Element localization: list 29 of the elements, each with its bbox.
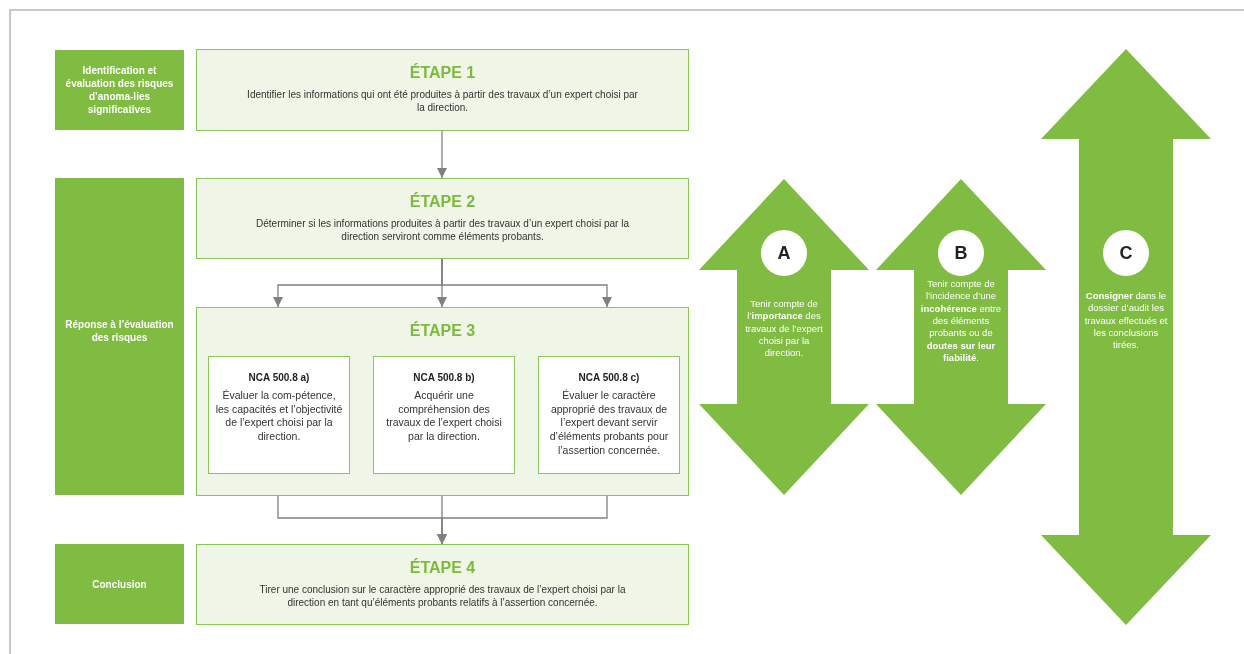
arrow — [437, 495, 608, 545]
step-title: ÉTAPE 4 — [409, 559, 476, 577]
step-box — [196, 544, 689, 625]
step-description: Déterminer si les informations produites à partir des travaux d’un expert choisi par la direction serviront comme éléments probants. — [255, 217, 630, 243]
arrow — [441, 258, 612, 308]
arrow-text: Tenir compte de l’incidence d’une incohérence entre des éléments probants ou de doutes sur leur fiabilité. — [919, 278, 1003, 365]
arrow-text: Tenir compte de l’importance des travaux de l’expert choisi par la direction. — [744, 298, 824, 360]
criterion-description: Acquérir une compréhension des travaux de l’expert choisi par la direction. — [385, 389, 503, 444]
criterion-heading: NCA 500.8 b) — [413, 372, 475, 383]
section-label: Conclusion — [55, 544, 184, 624]
step-box — [196, 49, 689, 131]
step-box — [196, 307, 689, 496]
criterion-heading: NCA 500.8 c) — [578, 372, 640, 383]
section-label: Identification et évaluation des risques d’anoma-lies significatives — [55, 50, 184, 130]
criterion-box — [373, 356, 515, 474]
step-box — [196, 178, 689, 259]
arrow-text: Consigner dans le dossier d’audit les travaux effectués et les conclusions tirées. — [1083, 290, 1169, 352]
criterion-heading: NCA 500.8 a) — [248, 372, 310, 383]
arrow — [437, 130, 447, 179]
section-label: Réponse à l’évaluation des risques — [55, 178, 184, 495]
criterion-description: Évaluer le caractère approprié des travaux de l’expert devant servir d’éléments probants pour l’assertion concernée. — [548, 389, 670, 458]
step-description: Tirer une conclusion sur le caractère approprié des travaux de l’expert choisi par la direction en tant qu’éléments probants relatifs à l’assertion concernée. — [258, 583, 627, 609]
step-title: ÉTAPE 1 — [409, 64, 476, 82]
criterion-box — [538, 356, 680, 474]
step-title: ÉTAPE 2 — [409, 193, 476, 211]
step-description: Identifier les informations qui ont été produites à partir des travaux d’un expert choisi par la direction. — [246, 88, 639, 114]
criterion-box — [208, 356, 350, 474]
criterion-description: Évaluer la com-pétence, les capacités et l’objectivité de l’expert choisi par la direction. — [215, 389, 343, 444]
step-title: ÉTAPE 3 — [409, 322, 476, 340]
